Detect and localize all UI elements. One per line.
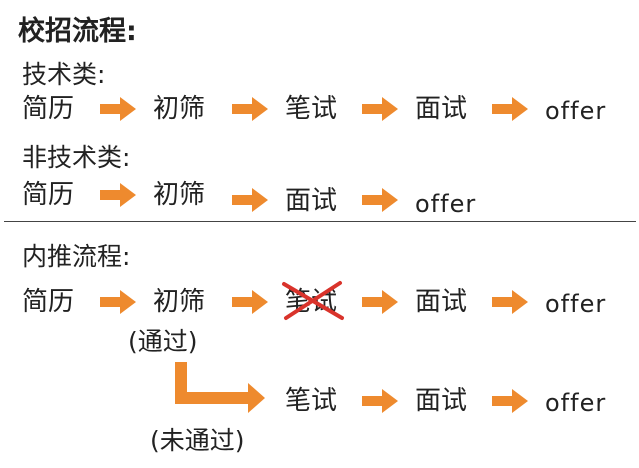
arrow-icon — [232, 290, 268, 314]
arrow-icon — [492, 290, 528, 314]
nontech-step-resume: 简历 — [22, 180, 75, 210]
fail-label: (未通过) — [150, 426, 245, 455]
fail-step-interview: 面试 — [415, 386, 468, 416]
nontech-step-screening: 初筛 — [153, 180, 206, 210]
arrow-icon — [100, 183, 136, 207]
referral-step-screening: 初筛 — [153, 287, 206, 317]
nontech-label: 非技术类: — [22, 143, 131, 172]
arrow-icon — [100, 97, 136, 121]
arrow-icon — [362, 188, 398, 212]
arrow-icon — [492, 97, 528, 121]
arrow-icon — [492, 389, 528, 413]
tech-step-offer: offer — [545, 97, 607, 125]
referral-title: 内推流程: — [22, 242, 131, 271]
arrow-icon — [100, 290, 136, 314]
section-divider — [4, 221, 636, 222]
referral-step-resume: 简历 — [22, 287, 75, 317]
fail-step-written-test: 笔试 — [285, 386, 338, 416]
tech-label: 技术类: — [22, 60, 106, 89]
tech-step-written-test: 笔试 — [285, 94, 338, 124]
arrow-icon — [362, 97, 398, 121]
referral-step-interview: 面试 — [415, 287, 468, 317]
nontech-step-offer: offer — [415, 190, 477, 218]
pass-label: (通过) — [128, 327, 198, 356]
tech-step-screening: 初筛 — [153, 94, 206, 124]
arrow-icon — [362, 290, 398, 314]
arrow-icon — [232, 188, 268, 212]
arrow-icon — [362, 389, 398, 413]
tech-step-interview: 面试 — [415, 94, 468, 124]
nontech-step-interview: 面试 — [285, 186, 338, 216]
referral-step-written-test-skipped: 笔试 — [285, 287, 338, 317]
arrow-icon — [232, 97, 268, 121]
campus-title: 校招流程: — [18, 16, 137, 47]
referral-step-offer: offer — [545, 290, 607, 318]
tech-step-resume: 简历 — [22, 94, 75, 124]
fail-step-offer: offer — [545, 389, 607, 417]
